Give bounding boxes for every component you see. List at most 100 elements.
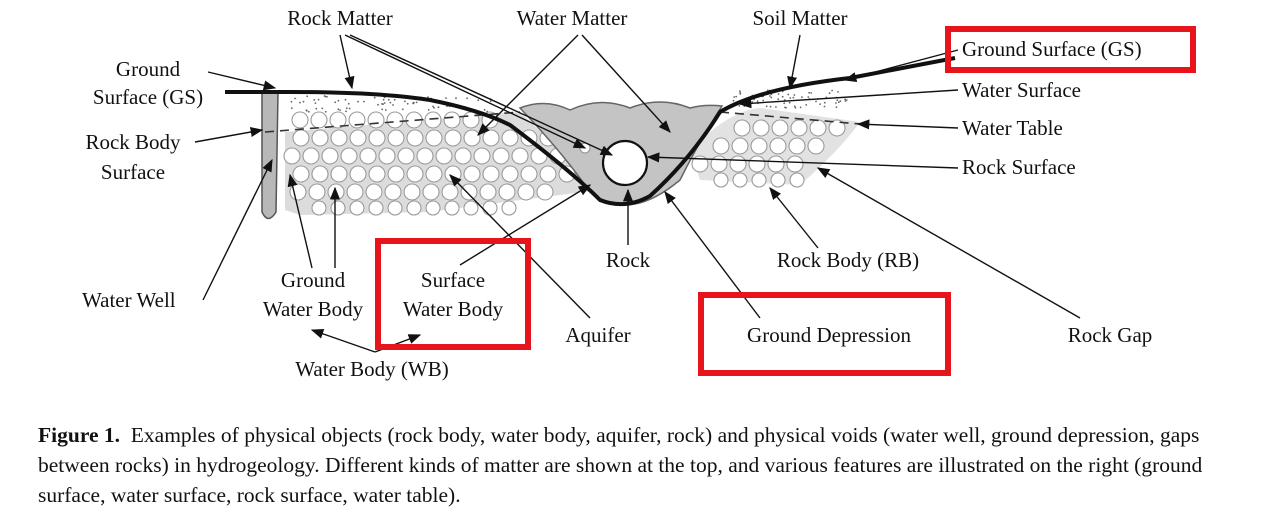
label-water-body: Water Body (WB) <box>295 357 449 381</box>
soil-dot <box>299 101 301 104</box>
soil-dot <box>839 100 842 102</box>
soil-dot <box>836 99 839 102</box>
soil-dot <box>307 110 310 113</box>
soil-dot <box>844 100 847 102</box>
soil-dot <box>381 108 384 111</box>
arrow-rock-body-surface <box>194 127 264 143</box>
rock-particle <box>454 147 472 165</box>
soil-dot <box>788 101 791 104</box>
rock-particle <box>691 155 709 173</box>
arrow-aquifer <box>449 174 591 319</box>
soil-dot <box>769 95 771 97</box>
rock-particle <box>425 200 441 216</box>
arrow-rock-matter-a <box>339 34 355 90</box>
soil-dot <box>477 99 480 102</box>
rock-particle <box>387 200 403 216</box>
soil-dot <box>433 106 435 109</box>
rock-particle <box>770 172 786 188</box>
soil-dot <box>775 106 777 108</box>
soil-dot <box>777 93 780 95</box>
soil-dot <box>844 98 846 101</box>
soil-dot <box>326 95 328 98</box>
rock-particle <box>732 172 748 188</box>
rock-particle <box>733 119 751 137</box>
rock-particle <box>751 172 767 188</box>
arrow-water-table <box>856 119 959 130</box>
arrow-water-well <box>202 158 273 301</box>
rock-body-surface-line <box>264 111 521 133</box>
soil-dot <box>401 108 404 111</box>
rock-particle <box>790 119 808 137</box>
soil-dot <box>835 106 838 108</box>
rock-particle <box>752 119 770 137</box>
rock-particle <box>789 172 805 188</box>
soil-dot <box>808 91 810 94</box>
rock-particle <box>444 129 462 147</box>
caption-text: Examples of physical objects (rock body,… <box>38 423 1203 507</box>
rock-particle <box>289 183 307 201</box>
rock-particle <box>520 165 538 183</box>
label-rock-body-surface-line1: Rock Body <box>85 130 181 154</box>
rock-particle <box>769 137 787 155</box>
soil-dot <box>334 101 337 104</box>
rock-particle <box>712 137 730 155</box>
soil-dot <box>305 109 308 112</box>
soil-dot <box>819 103 821 105</box>
soil-dot <box>769 105 772 108</box>
soil-dot <box>404 100 406 103</box>
arrow-rock-matter-b <box>344 34 587 149</box>
ground-surface-line <box>225 56 956 207</box>
soil-dot <box>823 105 826 108</box>
rock-particle <box>311 165 329 183</box>
label-rock-surface: Rock Surface <box>962 155 1076 179</box>
label-surface-water-body-line2: Water Body <box>402 297 504 321</box>
soil-dot <box>337 99 340 102</box>
rock-shape <box>601 139 649 187</box>
rock-particle <box>463 129 481 147</box>
rock-particle <box>283 147 301 165</box>
soil-dot <box>348 107 351 110</box>
soil-dot <box>785 106 787 109</box>
rock-particle <box>349 165 367 183</box>
rock-particle <box>748 155 766 173</box>
label-ground-water-body-line1: Ground <box>280 268 346 292</box>
rock-particle <box>424 111 442 129</box>
rock-particle <box>406 165 424 183</box>
rock-particle <box>539 165 557 183</box>
label-rock-body: Rock Body (RB) <box>776 248 920 272</box>
soil-dot <box>357 100 359 103</box>
rock-particle <box>406 200 422 216</box>
arrow-rock-surface <box>646 152 959 169</box>
soil-dot <box>765 105 768 108</box>
rock-particle <box>311 200 327 216</box>
rock-particle <box>492 147 510 165</box>
soil-dot <box>432 105 434 108</box>
soil-dot <box>392 104 394 106</box>
label-rock-matter: Rock Matter <box>287 6 393 30</box>
soil-dot <box>466 97 468 100</box>
soil-dot <box>427 109 430 111</box>
rock-particle <box>384 183 402 201</box>
soil-dot <box>337 108 340 111</box>
rock-particle <box>517 183 535 201</box>
soil-dot <box>294 97 296 100</box>
rock-particle <box>786 155 804 173</box>
rock-particle <box>828 119 846 137</box>
highlight-ground-depression <box>698 292 951 376</box>
soil-dot <box>756 100 759 103</box>
water-well-shape <box>261 91 279 220</box>
rock-particle <box>308 183 326 201</box>
soil-dot <box>315 107 318 110</box>
rock-particle <box>425 165 443 183</box>
soil-dot <box>845 99 848 101</box>
soil-dot <box>345 107 348 110</box>
rock-particle <box>501 165 519 183</box>
rock-particle <box>463 200 479 216</box>
label-water-surface: Water Surface <box>962 78 1081 102</box>
label-rock-body-surface-line2: Surface <box>100 160 166 184</box>
caption-figure-label: Figure 1. <box>38 423 121 447</box>
soil-dot <box>805 104 808 106</box>
soil-dot <box>489 100 492 103</box>
rock-particle <box>349 200 365 216</box>
arrow-ground-water-body-a <box>287 173 313 269</box>
